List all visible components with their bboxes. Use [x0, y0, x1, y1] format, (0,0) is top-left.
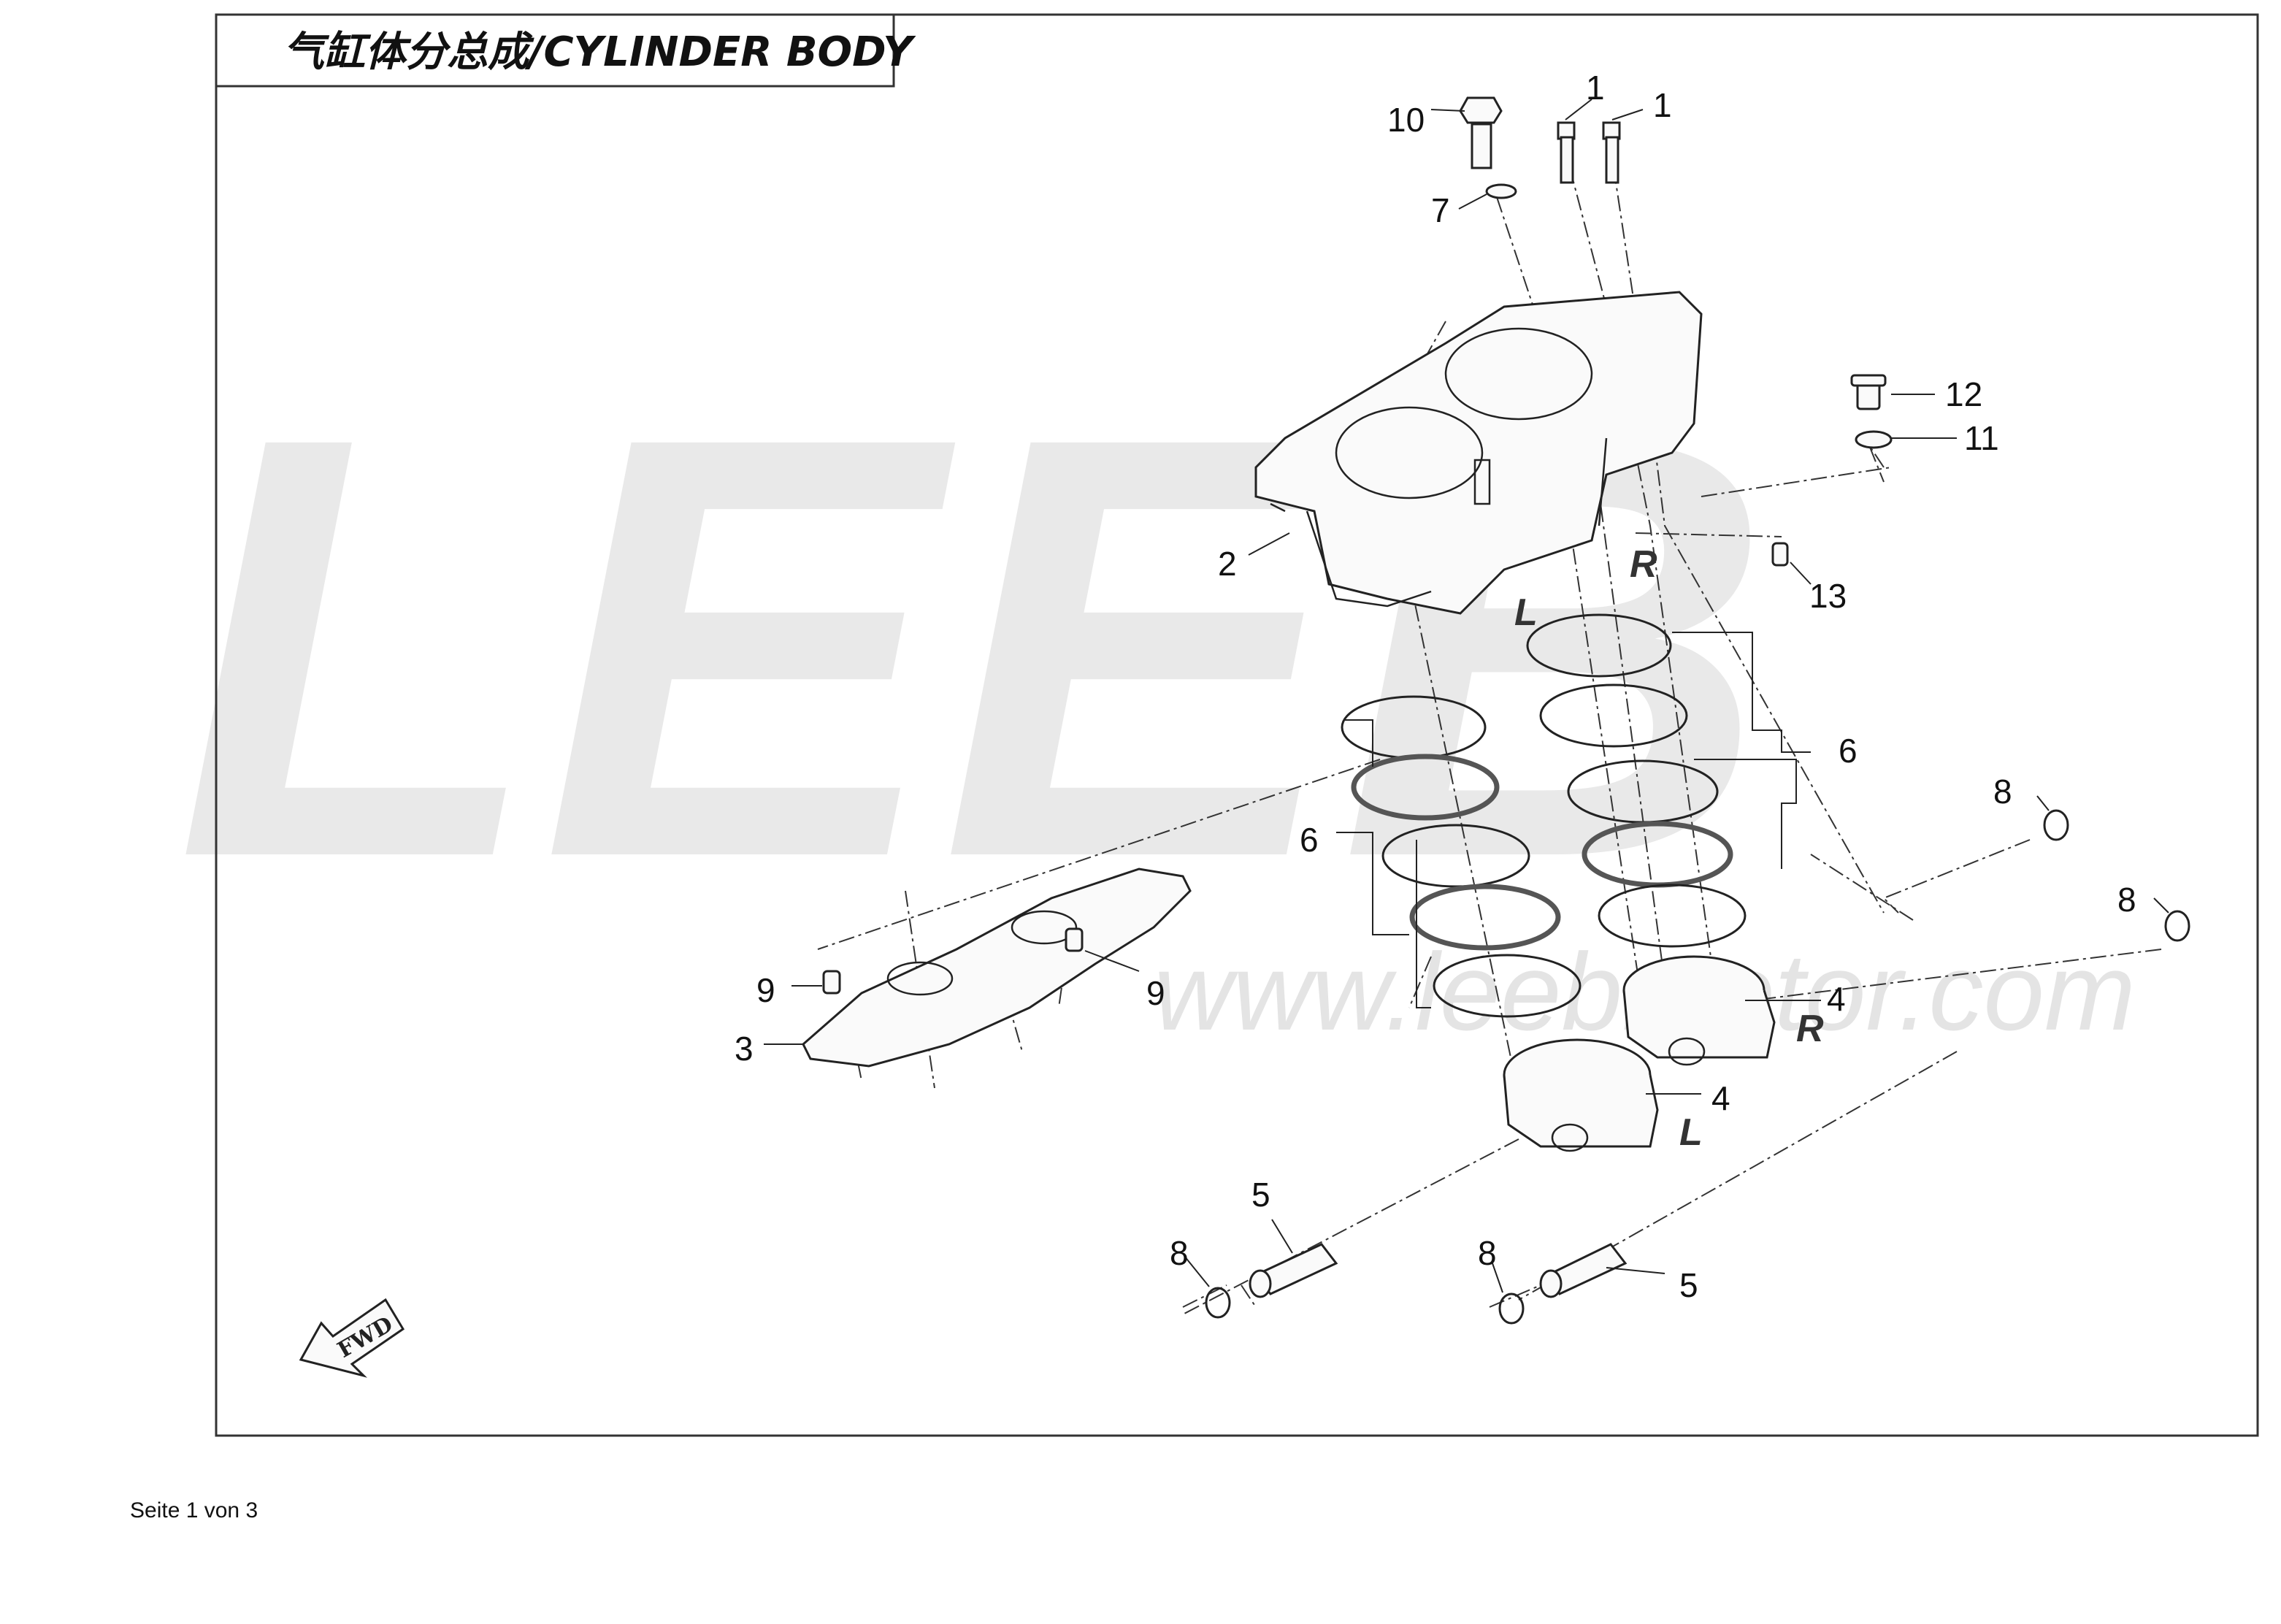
circlip-8-c: [2043, 809, 2069, 841]
piston-pin-right: [1539, 1243, 1628, 1298]
callout-11: 11: [1964, 419, 1999, 457]
bolt-1-left: [1557, 121, 1576, 184]
cap-12: [1850, 374, 1887, 410]
bolt-10: [1459, 96, 1503, 169]
piston-rings-right: [1526, 613, 1747, 948]
dowel-13: [1771, 542, 1789, 567]
callout-8-c: 8: [1993, 773, 2012, 811]
cylinder-gasket: [802, 867, 1192, 1068]
callout-4-right: 4: [1827, 980, 1846, 1018]
piston-right: [1622, 955, 1776, 1066]
gasket-dowel-9-left: [822, 970, 841, 995]
callout-5-right: 5: [1679, 1266, 1698, 1304]
washer-7: [1485, 183, 1517, 199]
piston-left: [1503, 1038, 1659, 1152]
callout-10: 10: [1387, 101, 1425, 139]
cylinder-block: [1254, 291, 1703, 615]
callout-2: 2: [1218, 545, 1237, 583]
washer-11: [1855, 430, 1893, 449]
circlip-8-a: [1205, 1287, 1231, 1319]
piston-rings-left: [1341, 695, 1582, 1018]
title-box: [215, 13, 895, 88]
callout-8-b: 8: [1478, 1234, 1497, 1272]
callout-6-right: 6: [1839, 732, 1858, 770]
circlip-8-b: [1498, 1292, 1525, 1325]
bolt-1-right: [1602, 121, 1621, 184]
callout-8-d: 8: [2117, 881, 2136, 919]
callout-1-left: 1: [1586, 69, 1605, 107]
side-marker-l-block: L: [1514, 591, 1538, 634]
callout-7: 7: [1431, 191, 1450, 229]
side-marker-r-block: R: [1630, 543, 1657, 586]
callout-9-right: 9: [1146, 974, 1165, 1012]
callout-8-a: 8: [1170, 1234, 1189, 1272]
callout-12: 12: [1945, 375, 1982, 413]
leader-lines: [764, 99, 2169, 1293]
fwd-arrow: FWD: [299, 1298, 405, 1378]
page-footer: Seite 1 von 3: [130, 1498, 258, 1522]
callout-3: 3: [735, 1030, 754, 1068]
side-marker-r-piston: R: [1796, 1008, 1824, 1050]
callout-4-left: 4: [1711, 1079, 1730, 1117]
diagram-title: 气缸体分总成/CYLINDER BODY: [283, 28, 916, 76]
piston-pin-left: [1249, 1243, 1338, 1298]
side-marker-l-piston: L: [1679, 1111, 1703, 1154]
callout-13: 13: [1809, 577, 1847, 615]
callouts: 1 1 10 7 12 11 2 13 6 6 8 8 9 9 3 4 4 5 …: [735, 69, 2136, 1304]
gasket-dowel-9-right: [1065, 927, 1084, 952]
callout-6-left: 6: [1300, 821, 1319, 859]
diagram-frame: [215, 13, 2259, 1437]
watermark: LEEB www.leebmotor.com: [175, 313, 2136, 1053]
callout-5-left: 5: [1251, 1176, 1270, 1214]
callout-1-right: 1: [1653, 86, 1672, 124]
callout-9-left: 9: [756, 971, 775, 1009]
circlip-8-d: [2164, 910, 2190, 942]
